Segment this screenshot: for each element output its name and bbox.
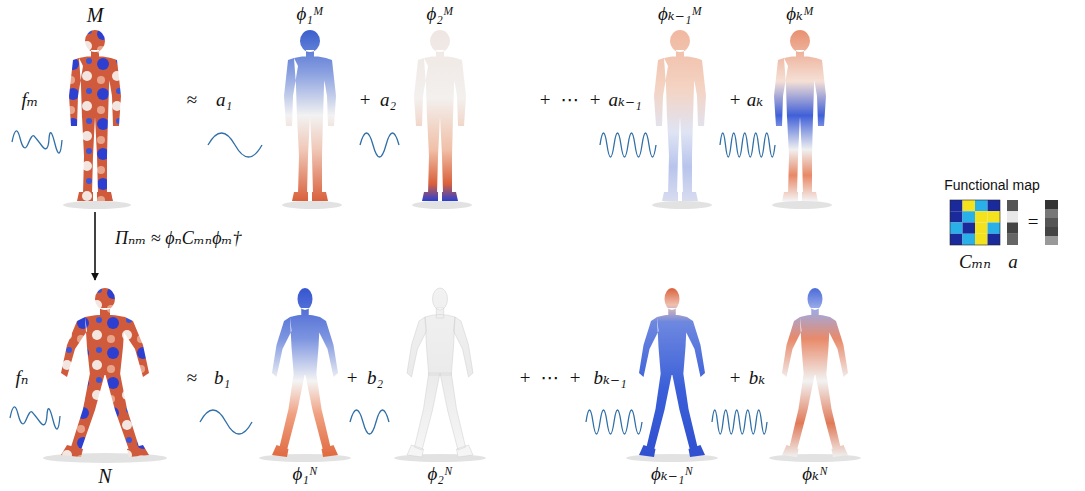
- figure-node: M: [55, 4, 135, 210]
- shape-name: M: [55, 4, 135, 27]
- ground-shadow: [43, 201, 861, 463]
- operator: +: [540, 89, 551, 111]
- operator: +: [570, 367, 581, 389]
- shape-name: N: [40, 465, 170, 488]
- basis-name: ϕₖᴺ: [802, 463, 828, 485]
- basis-name: ϕ₂ᴹ: [426, 3, 453, 25]
- vector-a: [1007, 200, 1018, 245]
- coefficient: aₖ: [747, 89, 763, 111]
- operator: ≈: [187, 89, 197, 111]
- operator: +: [347, 367, 358, 389]
- operator: +: [730, 89, 741, 111]
- human-shape: [61, 288, 149, 457]
- function-name: fₘ: [22, 89, 39, 111]
- operator: =: [1028, 211, 1039, 233]
- human-shape: [69, 30, 121, 201]
- sine-wave: [10, 131, 775, 434]
- basis-name: ϕ₁ᴺ: [292, 463, 317, 485]
- operator: +: [730, 367, 741, 389]
- human-shape: [284, 30, 336, 201]
- map-arrow: [94, 212, 96, 280]
- coefficient: bₖ₋₁: [593, 367, 626, 389]
- human-shape: [654, 30, 706, 201]
- basis-name: ϕₖᴹ: [786, 3, 814, 25]
- human-shape: [407, 288, 473, 457]
- panel-title: Functional map: [944, 177, 1040, 193]
- human-shape: [272, 288, 338, 457]
- coefficient: a₁: [216, 89, 232, 111]
- basis-name: ϕ₁ᴹ: [296, 3, 323, 25]
- human-shape: [782, 288, 848, 457]
- operator: +: [590, 89, 601, 111]
- coefficient: b₁: [214, 367, 230, 389]
- matrix-name: Cₘₙ: [959, 251, 991, 273]
- coefficient: aₖ₋₁: [608, 89, 641, 111]
- map-formula: Πₙₘ ≈ ϕₙCₘₙϕₘ†: [113, 228, 244, 249]
- coefficient: b₂: [367, 367, 383, 389]
- basis-name: ϕₖ₋₁ᴺ: [651, 463, 693, 485]
- operator: +: [360, 89, 371, 111]
- function-name: fₙ: [16, 367, 29, 389]
- ellipsis: ⋯: [561, 89, 580, 111]
- matrix: [950, 200, 1000, 245]
- operator: +: [520, 367, 531, 389]
- vector-b: [1045, 200, 1058, 245]
- coefficient: a₂: [380, 89, 396, 111]
- operator: ≈: [187, 367, 197, 389]
- human-shape: [639, 288, 705, 457]
- human-shape: [774, 30, 826, 201]
- human-shape: [414, 30, 466, 201]
- ellipsis: ⋯: [541, 367, 560, 389]
- coefficient: bₖ: [749, 367, 765, 389]
- vector-name: a: [1008, 251, 1018, 273]
- basis-name: ϕₖ₋₁ᴹ: [658, 3, 702, 25]
- figure-node: N: [40, 282, 170, 488]
- basis-name: ϕ₂ᴺ: [427, 463, 452, 485]
